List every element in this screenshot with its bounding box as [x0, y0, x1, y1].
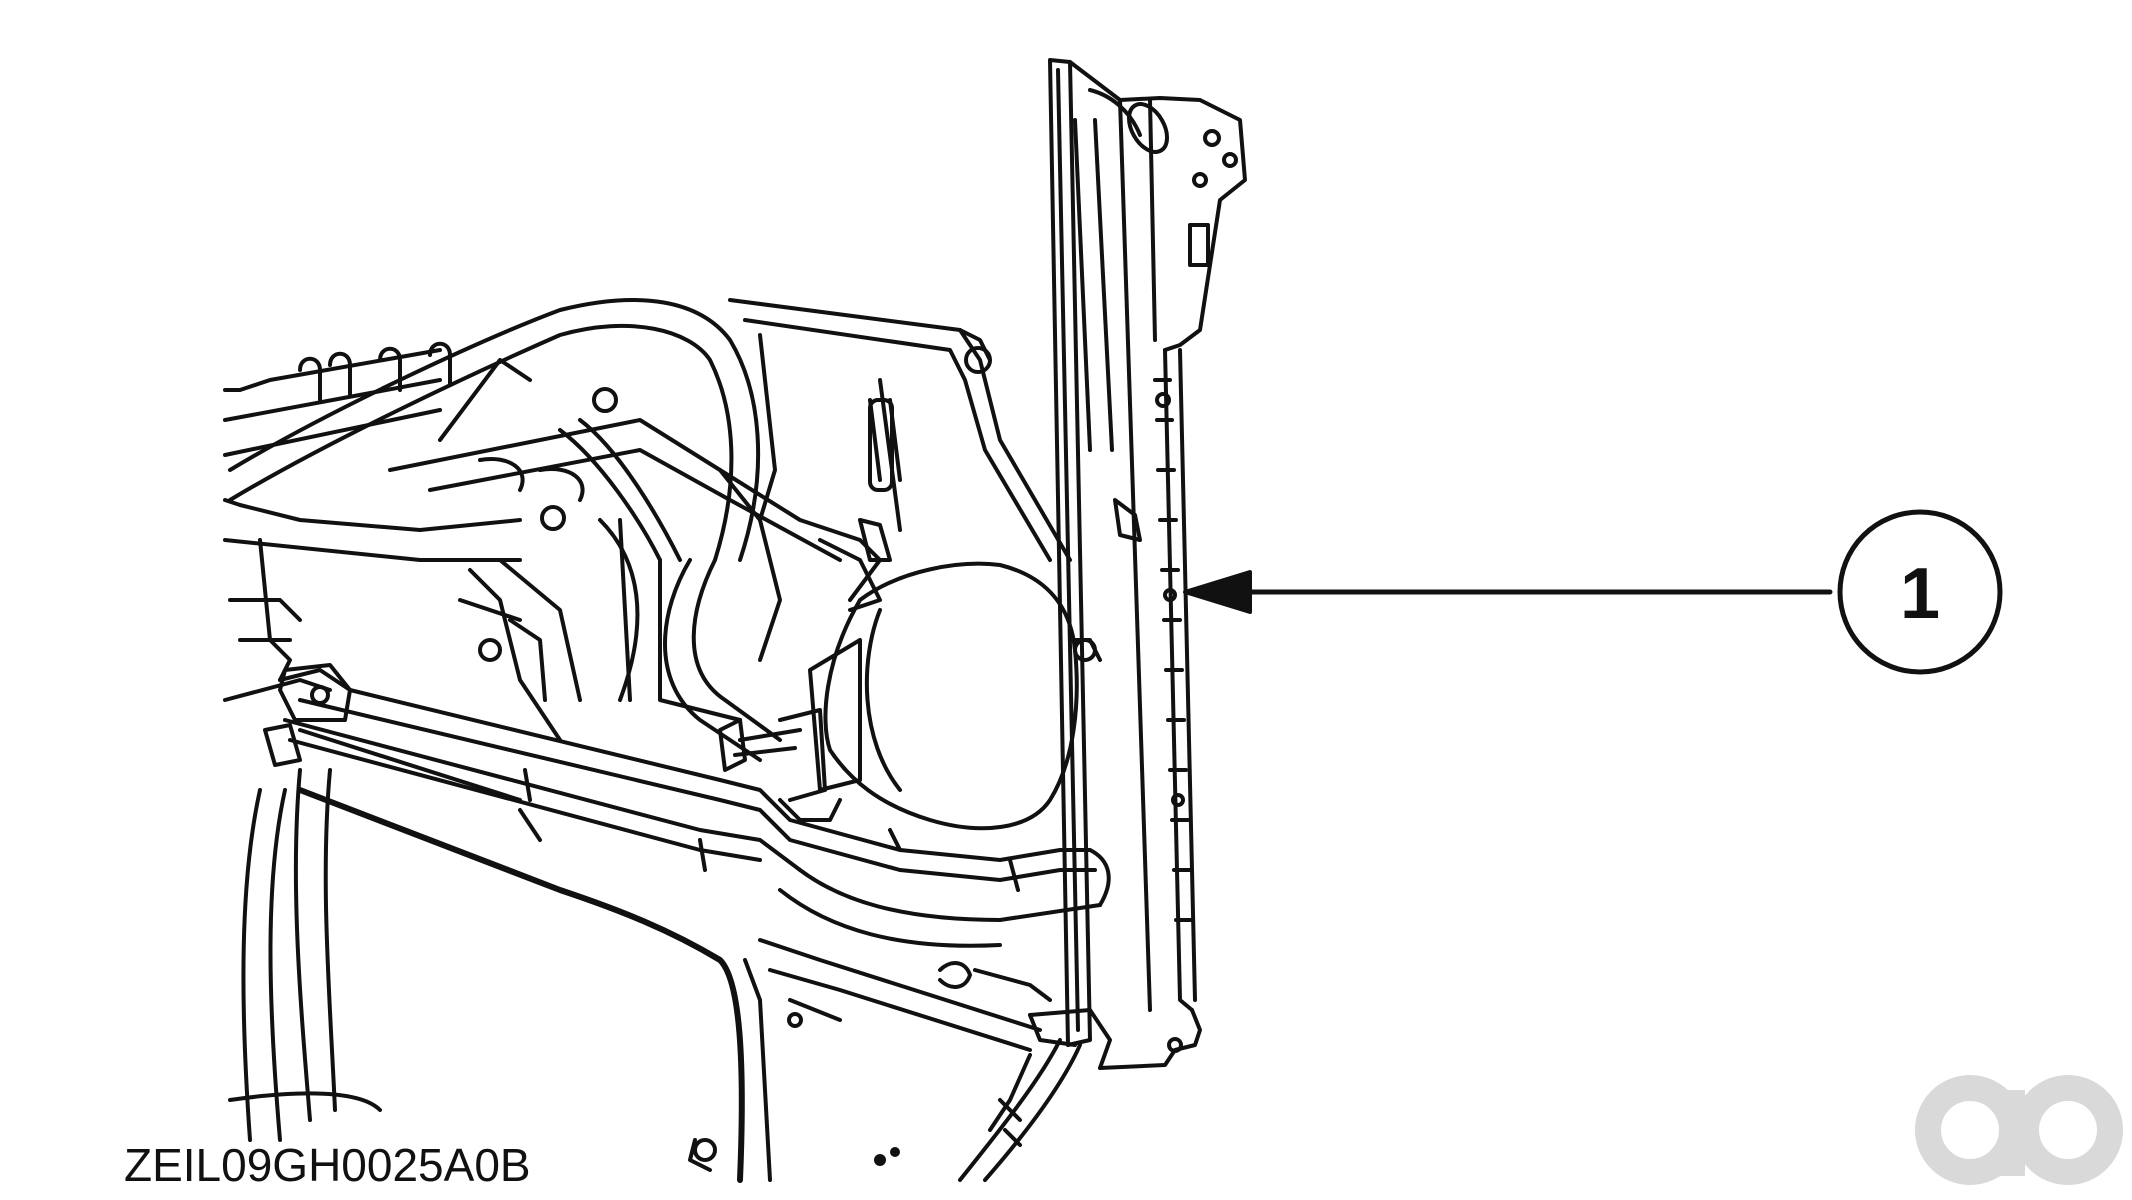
callout-1 [1837, 509, 2003, 675]
figure-code: ZEIL09GH0025A0B [124, 1139, 531, 1191]
frame-brackets [388, 298, 1072, 702]
watermark-logo [1915, 1075, 2123, 1185]
center-module [718, 561, 1102, 852]
vertical-support-rail [1028, 58, 1247, 1070]
left-frame [223, 341, 582, 742]
callout-arrow [1183, 570, 1833, 614]
lower-frame [297, 787, 1082, 1183]
lower-harness [228, 663, 1111, 1142]
callout-number: 1 [1900, 554, 1940, 634]
